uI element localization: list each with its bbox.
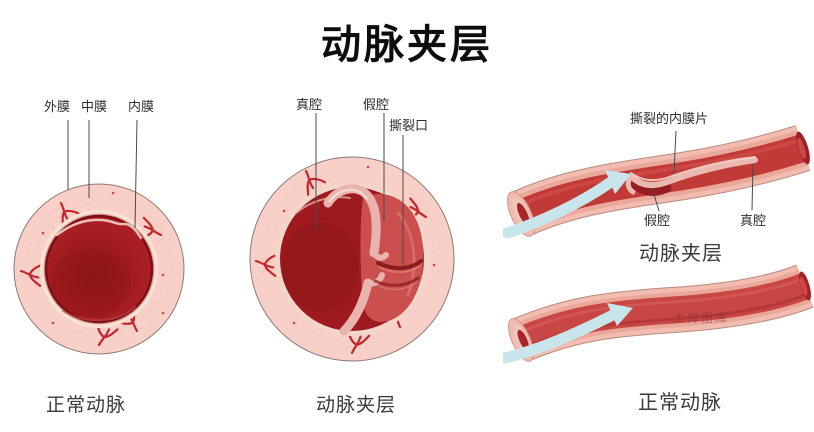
- blood-flow-arrow: [503, 170, 631, 239]
- caption-normal-long-view: 正常动脉: [638, 392, 722, 414]
- label-false-lumen-right: 假腔: [644, 213, 671, 228]
- normal-artery-longitudinal-illustration: [503, 264, 813, 364]
- label-false-lumen: 假腔: [363, 97, 390, 112]
- caption-artery-dissection: 动脉夹层: [316, 395, 397, 416]
- vasa-vasorum-branches: [253, 164, 436, 358]
- label-true-lumen-right: 真腔: [740, 213, 767, 228]
- artery-lumen-channel: [515, 273, 811, 353]
- dissected-artery-cross-section-illustration: [249, 156, 455, 362]
- page-title: 动脉夹层: [321, 23, 493, 67]
- normal-artery-cross-section-illustration: [13, 183, 185, 355]
- label-adventitia: 外膜: [44, 99, 71, 114]
- torn-intimal-flap: [625, 156, 758, 195]
- label-tear: 撕裂口: [389, 118, 429, 133]
- caption-normal-artery: 正常动脉: [46, 395, 127, 416]
- caption-dissection-long-view: 动脉夹层: [639, 243, 723, 265]
- label-intima: 内膜: [128, 99, 155, 114]
- tear-opening: [373, 259, 423, 290]
- label-media: 中膜: [81, 99, 108, 114]
- label-true-lumen: 真腔: [296, 97, 323, 112]
- artery-lumen: [46, 216, 152, 322]
- label-torn-intimal-flap: 撕裂的内膜片: [630, 111, 709, 126]
- dissected-artery-longitudinal-illustration: [503, 125, 811, 239]
- stock-watermark: 太帅图库: [673, 311, 730, 325]
- false-lumen-shadow: [628, 179, 672, 196]
- vasa-vasorum-branches: [18, 191, 166, 351]
- blood-flow-arrow: [503, 303, 633, 364]
